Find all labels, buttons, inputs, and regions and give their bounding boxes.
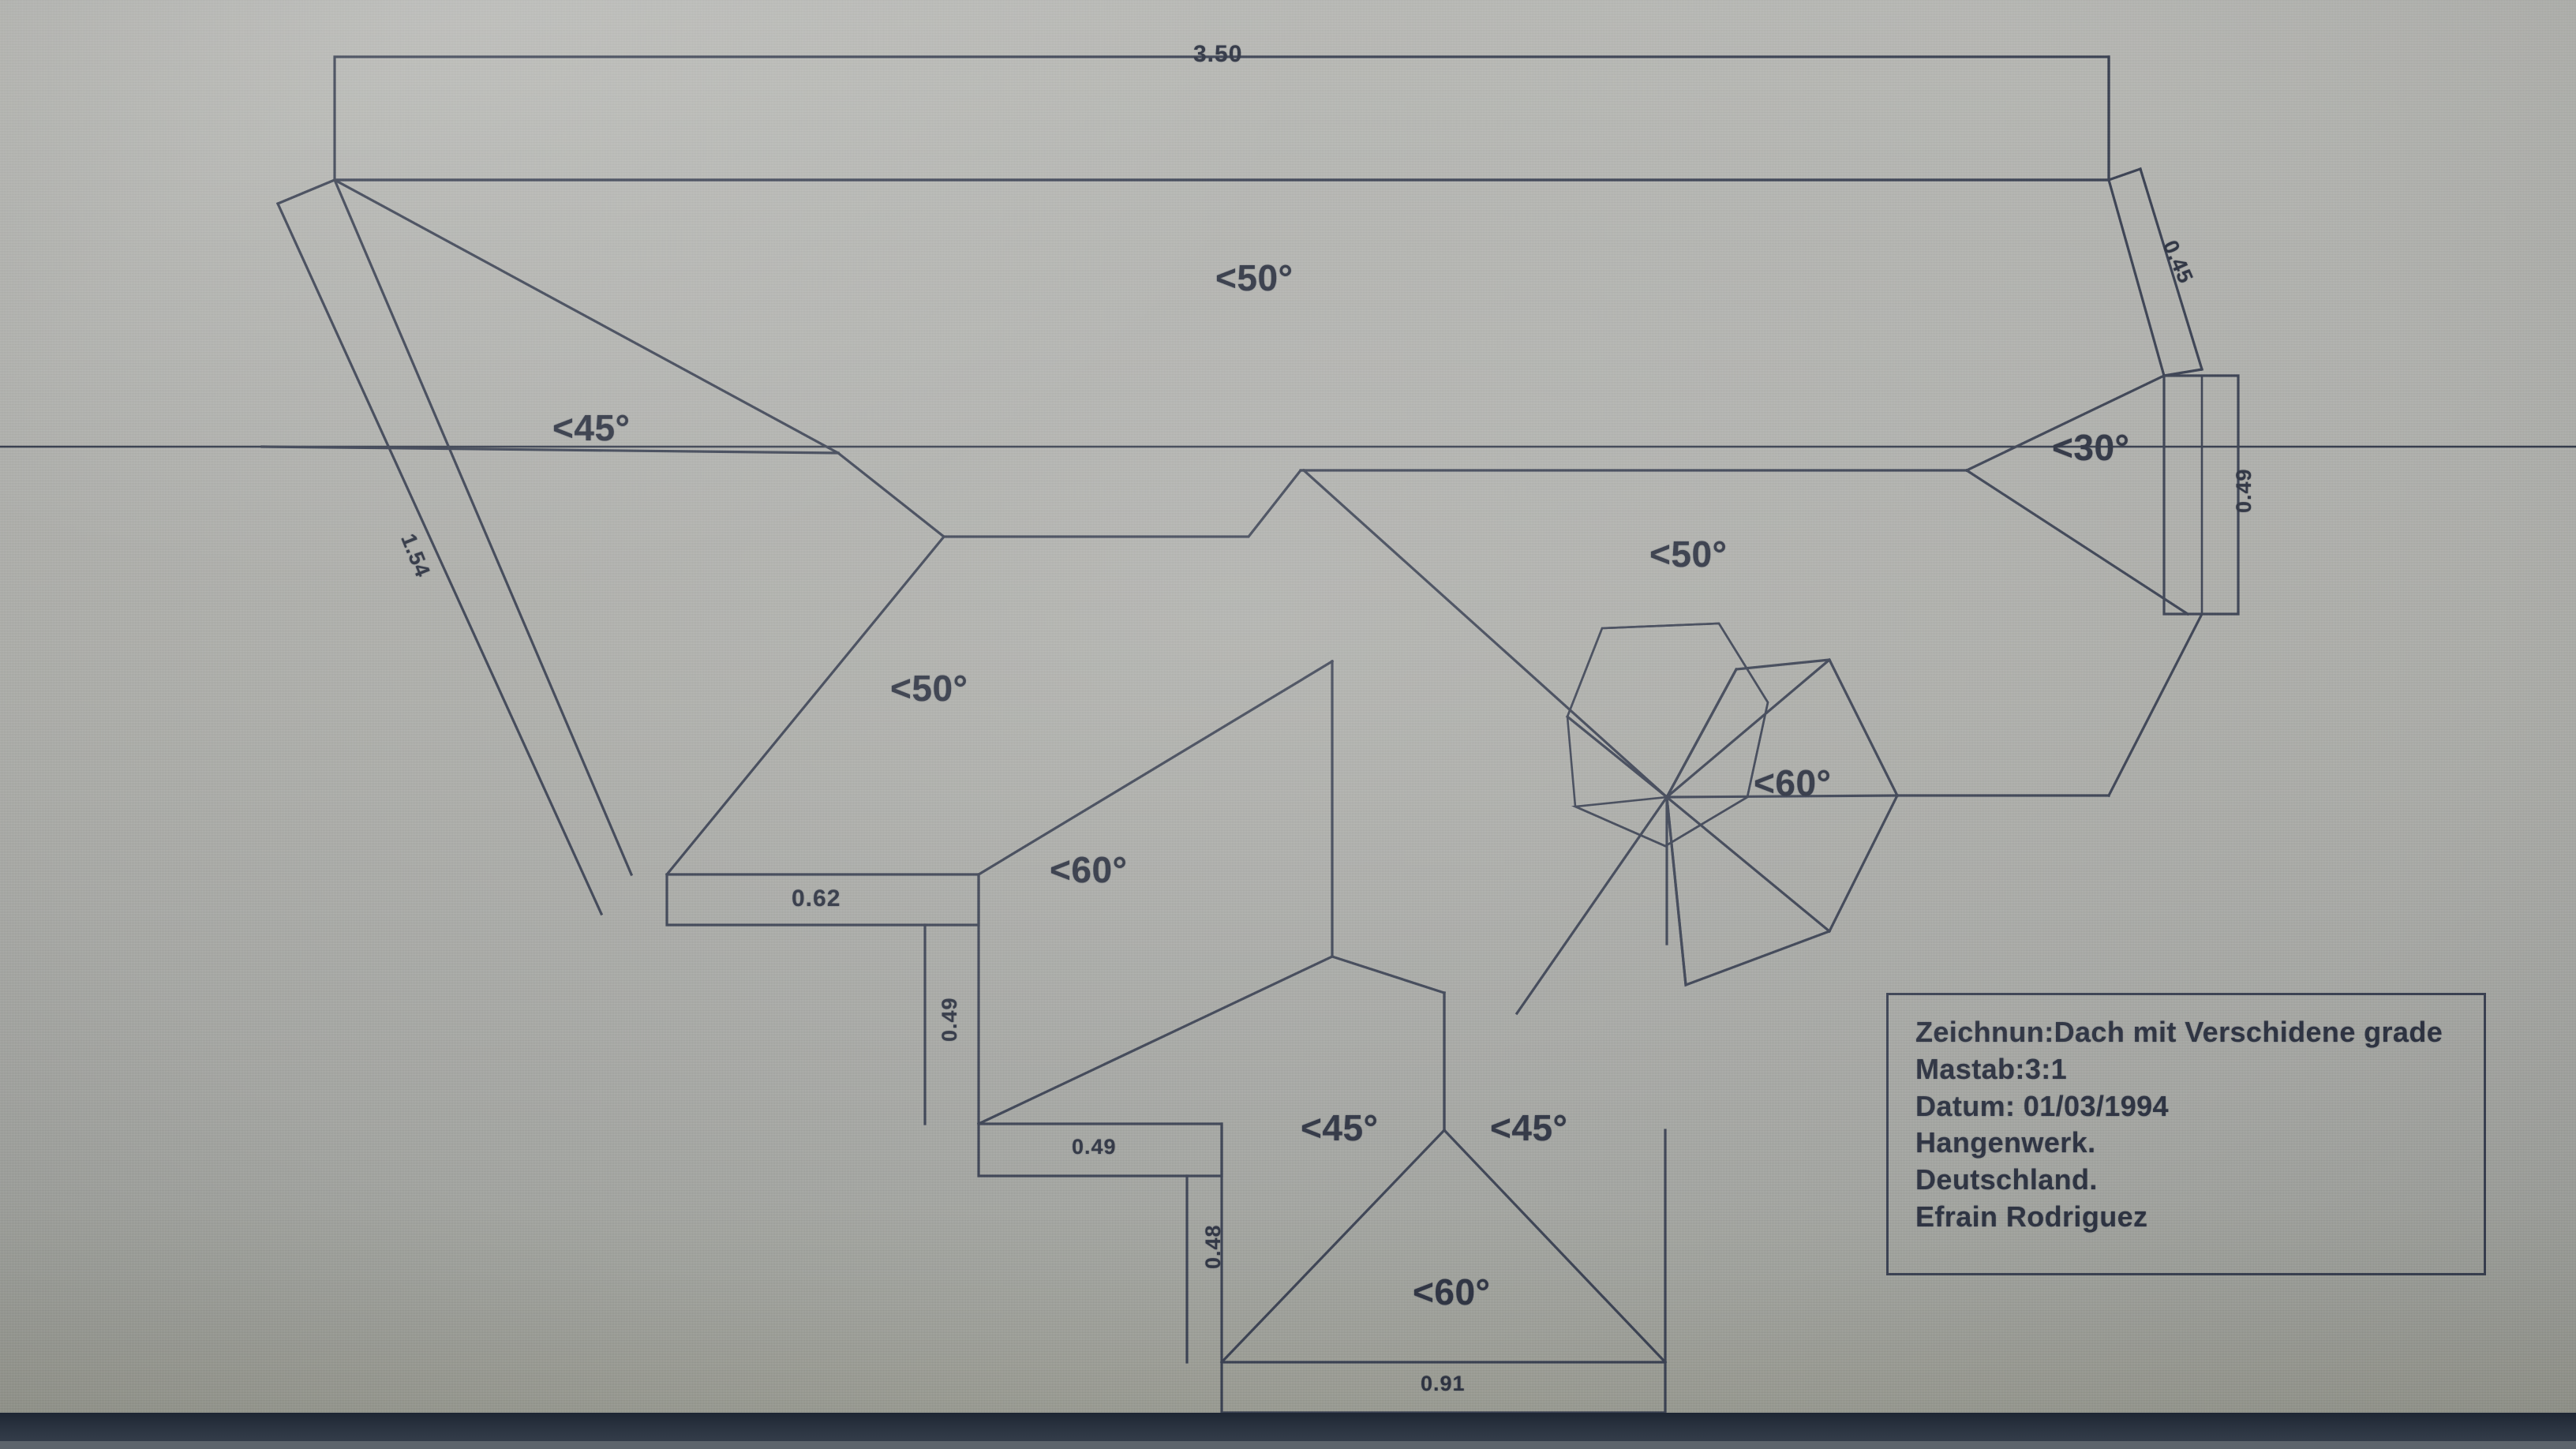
angle-label-50-midleft: <50° (890, 668, 968, 709)
title-block-company: Hangenwerk. (1915, 1126, 2096, 1159)
title-block-date: Datum: 01/03/1994 (1915, 1089, 2169, 1122)
dimension-label-0-49-right: 0.49 (2232, 468, 2256, 513)
angle-label-60-midleft: <60° (1050, 849, 1128, 890)
title-block-drawing-name: Zeichnun:Dach mit Verschidene grade (1915, 1016, 2443, 1048)
title-block-author: Efrain Rodriguez (1915, 1200, 2148, 1233)
angle-label-45-bottom-r: <45° (1490, 1107, 1568, 1148)
angle-label-60-bottom: <60° (1413, 1271, 1491, 1312)
title-block: Zeichnun:Dach mit Verschidene grade Mast… (1886, 993, 2486, 1275)
title-block-scale: Mastab:3:1 (1915, 1052, 2068, 1085)
title-block-country: Deutschland. (1915, 1163, 2098, 1196)
angle-label-30-right: <30° (2052, 427, 2130, 468)
dimension-label-0-49-vertical: 0.49 (938, 997, 961, 1042)
dimension-label-3-50: 3.50 (1193, 41, 1243, 67)
angle-label-45-bottom-l: <45° (1301, 1107, 1379, 1148)
angle-label-50-right: <50° (1649, 534, 1728, 575)
dimension-label-0-91: 0.91 (1421, 1372, 1466, 1395)
angle-label-60-rosette: <60° (1754, 762, 1832, 803)
angle-label-45-left: <45° (552, 407, 631, 448)
angle-label-50-top: <50° (1215, 257, 1294, 298)
monitor-bezel-lip (0, 1441, 2576, 1449)
dimension-label-0-62: 0.62 (792, 886, 841, 912)
dimension-label-0-48-vertical: 0.48 (1201, 1224, 1225, 1269)
dimension-label-0-49-horizontal: 0.49 (1072, 1135, 1117, 1159)
